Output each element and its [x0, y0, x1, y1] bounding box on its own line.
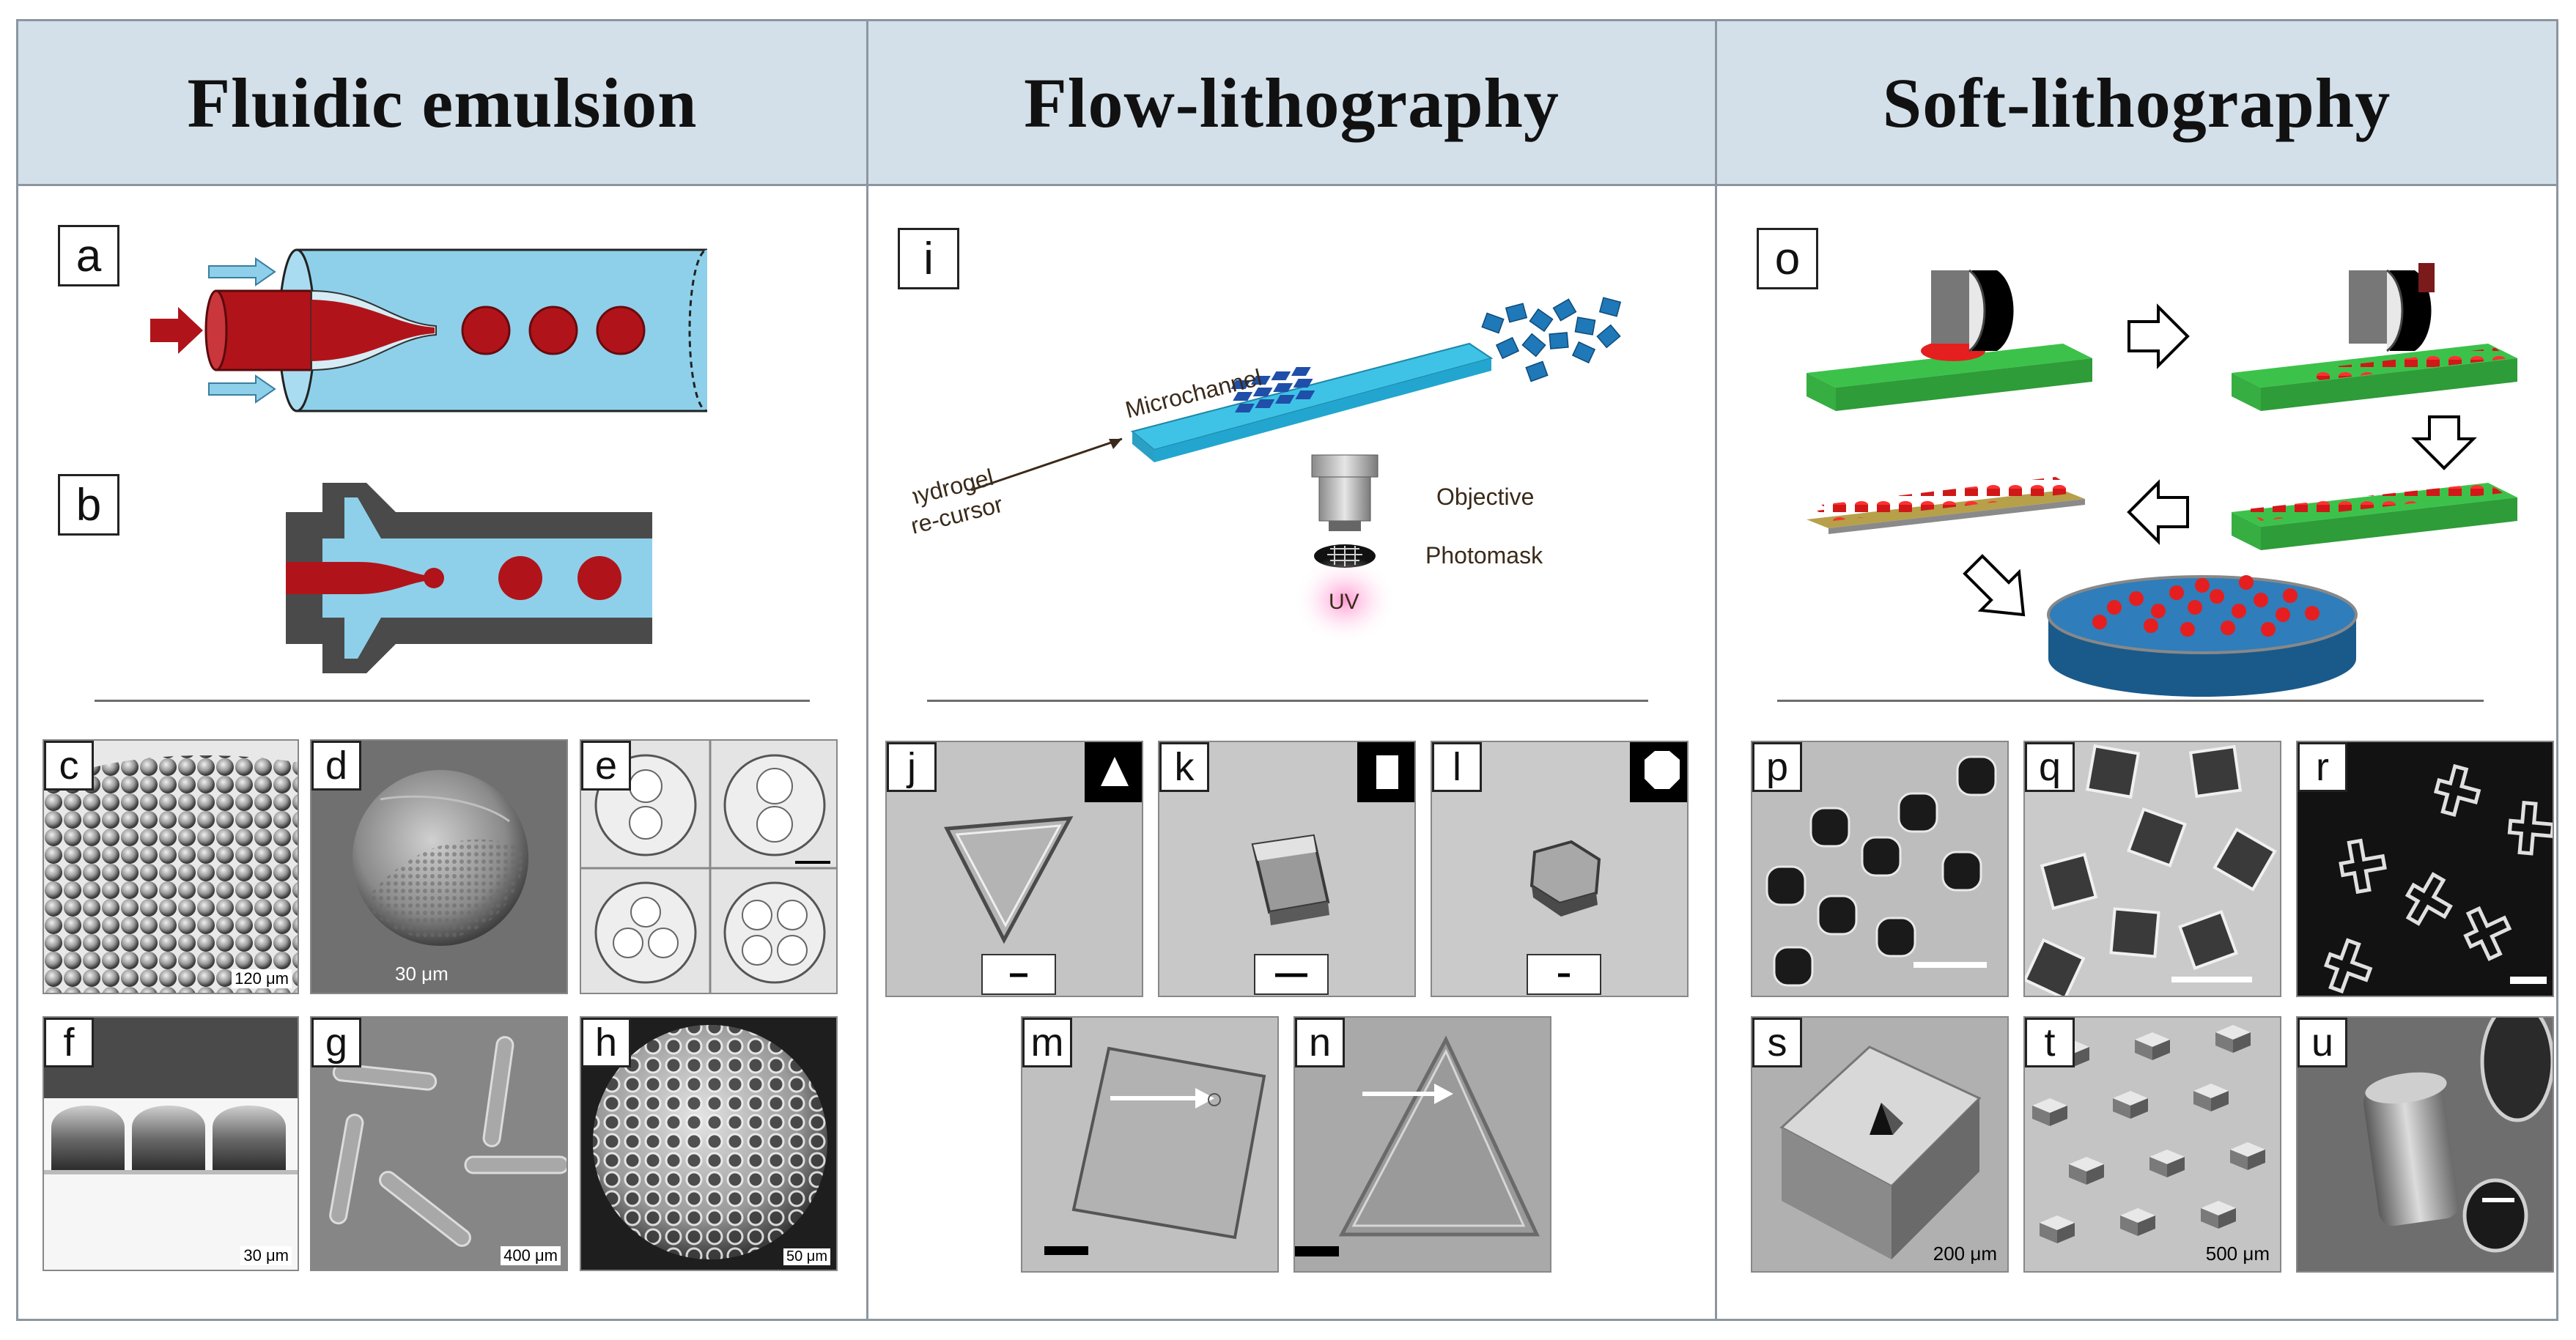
panel-label-q: q [2025, 742, 2075, 792]
header-flow-lithography: Flow-lithography [868, 21, 1715, 186]
photomask-label: Photomask [1425, 542, 1543, 569]
scale-bar-f: 30 μm [240, 1246, 292, 1265]
micrograph-c: c 120 μm [43, 739, 299, 994]
micrograph-g: g 400 μm [310, 1016, 568, 1271]
section-divider [95, 700, 810, 702]
micrograph-j: j [885, 741, 1143, 997]
panel-label-m: m [1022, 1018, 1072, 1067]
micrograph-t: t 500 μm [2023, 1016, 2281, 1273]
column-title: Fluidic emulsion [187, 63, 698, 142]
header-soft-lithography: Soft-lithography [1717, 21, 2556, 186]
micrograph-n: n [1293, 1016, 1551, 1273]
flow-focusing-diagram [286, 483, 652, 673]
micrograph-q: q [2023, 741, 2281, 997]
micrograph-u: u [2296, 1016, 2554, 1273]
uv-label: UV [1329, 590, 1359, 614]
micrograph-h: h 50 μm [580, 1016, 838, 1271]
micrograph-m: m [1021, 1016, 1279, 1273]
panel-label-l: l [1432, 742, 1482, 792]
panel-label-n: n [1295, 1018, 1345, 1067]
micrograph-s: s 200 μm [1751, 1016, 2009, 1273]
panel-label-g: g [311, 1018, 361, 1067]
column-title: Soft-lithography [1882, 63, 2391, 142]
micrograph-e: e [580, 739, 838, 994]
column-title: Flow-lithography [1024, 63, 1560, 142]
panel-label-j: j [887, 742, 937, 792]
panel-label-a: a [58, 225, 119, 286]
micrograph-l: l [1431, 741, 1689, 997]
panel-label-u: u [2298, 1018, 2347, 1067]
panel-label-p: p [1752, 742, 1802, 792]
micrograph-k: k [1158, 741, 1416, 997]
capillary-emulsion-diagram [150, 248, 707, 412]
micrograph-d: d 30 μm [310, 739, 568, 994]
micrograph-f: f 30 μm [43, 1016, 299, 1271]
panel-label-b: b [58, 474, 119, 536]
soft-lithography-diagram [1806, 263, 2517, 697]
panel-label-r: r [2298, 742, 2347, 792]
micrograph-r: r [2296, 741, 2554, 997]
scale-bar-s: 200 μm [1933, 1243, 1997, 1265]
panel-label-f: f [44, 1018, 94, 1067]
panel-label-t: t [2025, 1018, 2075, 1067]
scale-bar-d: 30 μm [395, 963, 449, 985]
panel-label-c: c [44, 741, 94, 791]
panel-label-i: i [898, 228, 959, 289]
panel-label-o: o [1757, 228, 1818, 289]
panel-label-d: d [311, 741, 361, 791]
figure-frame: Fluidic emulsion Flow-lithography Soft-l… [16, 19, 2558, 1321]
micrograph-p: p [1751, 741, 2009, 997]
column-divider [1715, 21, 1717, 1319]
scale-bar-g: 400 μm [501, 1246, 561, 1265]
scale-bar-h: 50 μm [783, 1248, 830, 1265]
scale-bar-c: 120 μm [232, 969, 292, 988]
scale-bar-t: 500 μm [2205, 1243, 2270, 1265]
panel-label-h: h [581, 1018, 631, 1067]
column-divider [866, 21, 868, 1319]
panel-label-e: e [581, 741, 631, 791]
header-fluidic-emulsion: Fluidic emulsion [18, 21, 866, 186]
objective-label: Objective [1436, 484, 1534, 510]
panel-label-k: k [1159, 742, 1209, 792]
section-divider [1777, 700, 2484, 702]
panel-label-s: s [1752, 1018, 1802, 1067]
section-divider [927, 700, 1648, 702]
flow-lithography-diagram: hydrogel pre-cursor Microchannel Objecti… [912, 297, 1622, 644]
